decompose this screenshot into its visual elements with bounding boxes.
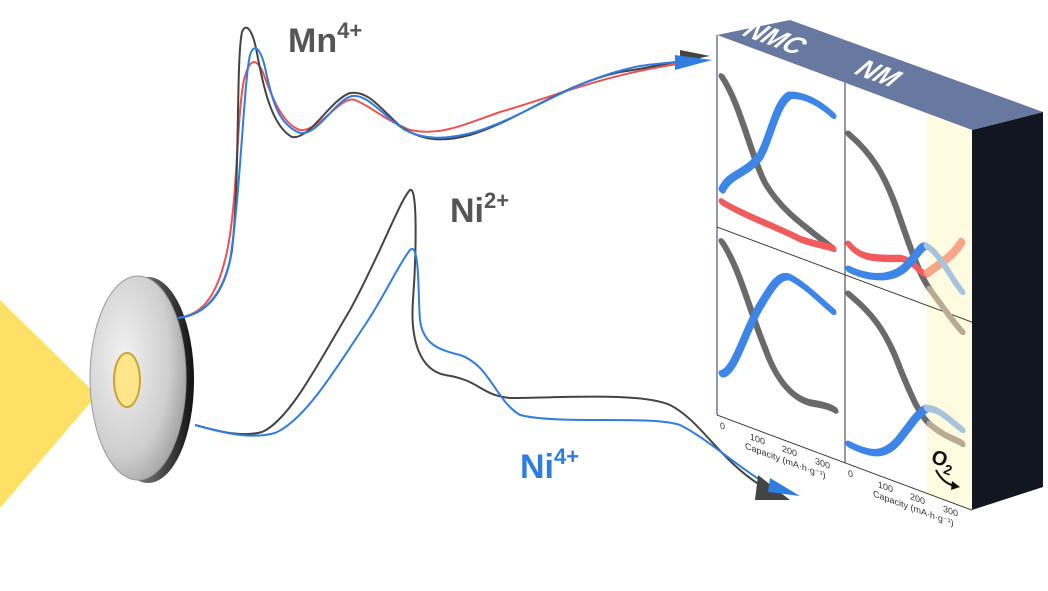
nmc-bottom-gray-curve bbox=[718, 238, 839, 414]
nm-top-red-o2-curve bbox=[923, 237, 966, 278]
ni-spectrum-gray bbox=[194, 188, 761, 486]
mn-spectra bbox=[177, 26, 712, 319]
nm-bottom-blue-o2-curve bbox=[923, 404, 966, 434]
nm-bottom-blue-curve bbox=[845, 404, 931, 457]
xray-beam bbox=[0, 300, 97, 508]
nm-top-blue-o2-curve bbox=[923, 242, 966, 296]
plot-face: 0 100 200 300 Capacity (mA·h·g⁻¹) 0 100 … bbox=[716, 34, 972, 528]
nmc-bottom-blue-curve bbox=[718, 272, 837, 378]
box-top bbox=[717, 20, 1043, 130]
sample-disk bbox=[89, 275, 194, 483]
sample-spot bbox=[113, 352, 141, 408]
nm-bottom-gray-o2-curve bbox=[926, 420, 966, 448]
ni2-label: Ni2+ bbox=[450, 188, 509, 230]
data-box: NMC NM bbox=[716, 16, 1043, 528]
axis-line bbox=[717, 414, 972, 511]
nmc-top-red-curve bbox=[718, 198, 837, 253]
nm-top-blue-curve bbox=[845, 242, 931, 281]
ni-spectrum-blue bbox=[194, 247, 781, 493]
ni-spectra bbox=[194, 188, 800, 500]
mn-spectrum-blue bbox=[177, 47, 696, 319]
tick: 0 bbox=[848, 468, 853, 480]
mn-spectrum-red bbox=[177, 61, 691, 319]
nm-top-gray-o2-curve bbox=[926, 285, 966, 336]
nmc-top-gray-curve bbox=[718, 73, 837, 253]
panel-divider bbox=[717, 226, 972, 323]
mn-arrow-blue bbox=[675, 55, 712, 70]
nm-top-red-curve bbox=[845, 240, 931, 278]
mn-label: Mn4+ bbox=[288, 18, 362, 60]
tick: 0 bbox=[720, 420, 725, 432]
box-side bbox=[972, 112, 1043, 510]
o2-arrowhead-icon bbox=[951, 481, 960, 490]
nmc-top-blue-curve bbox=[718, 91, 837, 194]
ni-arrow-blue bbox=[768, 478, 800, 496]
ni4-label: Ni4+ bbox=[520, 444, 579, 486]
